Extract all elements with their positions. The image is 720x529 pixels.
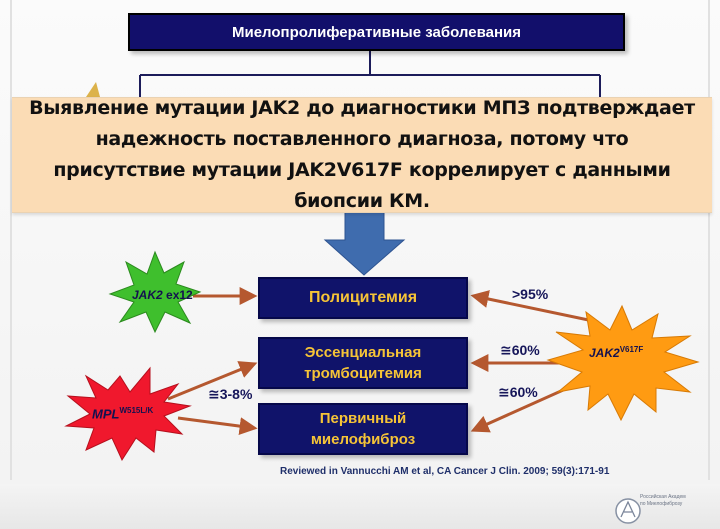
diagram-title: Миелопролиферативные заболевания: [128, 13, 625, 51]
freq-thrombocythemia: ≅60%: [500, 342, 540, 358]
freq-myelofibrosis: ≅60%: [498, 384, 538, 400]
jak2-ex12-suffix: ex12: [162, 288, 193, 302]
reference-text: Reviewed in Vannucchi AM et al, CA Cance…: [280, 466, 610, 477]
jak2-v617f-main: JAK2: [589, 346, 620, 360]
arrow-mpl-et: [167, 361, 258, 401]
slide-frame-right: [708, 0, 710, 480]
note-text: Выявление мутации JAK2 до диагностики МП…: [29, 97, 695, 212]
freq-polycythemia: >95%: [512, 286, 549, 302]
logo-line-2: по Миелофиброзу: [640, 501, 683, 507]
down-arrow: [323, 211, 406, 276]
jak2-v617f-sup: V617F: [619, 345, 644, 354]
tree-connector: [139, 51, 601, 98]
logo-text: Российская Академ по Миелофиброзу: [640, 494, 710, 508]
arrow-jak2v617f-poly: [470, 290, 599, 324]
jak2-ex12-label: JAK2 ex12: [132, 288, 193, 302]
slide-frame-left: [10, 0, 12, 480]
disease-label: Первичный миелофиброз: [310, 410, 416, 448]
disease-label: Полицитемия: [308, 289, 418, 306]
jak2-ex12-main: JAK2: [132, 288, 163, 302]
disease-box-polycythemia: Полицитемия: [258, 277, 468, 319]
mpl-main: MPL: [92, 406, 120, 422]
footer-band: [0, 484, 720, 529]
note-banner: Выявление мутации JAK2 до диагностики МП…: [12, 97, 712, 213]
freq-mpl: ≅3-8%: [208, 386, 253, 402]
mpl-label: MPLW515L/K: [92, 406, 153, 421]
mpl-sup: W515L/K: [119, 406, 154, 415]
logo-line-1: Российская Академ: [640, 494, 686, 500]
disease-label: Эссенциальная тромбоцитемия: [304, 344, 422, 382]
jak2-v617f-star-shape: [546, 304, 700, 422]
left-arrow-tip: [86, 82, 100, 97]
diagram-title-text: Миелопролиферативные заболевания: [232, 23, 521, 41]
disease-box-myelofibrosis: Первичный миелофиброз: [258, 403, 468, 455]
mpl-star-shape: [64, 366, 192, 462]
disease-box-thrombocythemia: Эссенциальная тромбоцитемия: [258, 337, 468, 389]
arrow-mpl-mf: [177, 416, 258, 436]
logo-emblem: [615, 498, 641, 524]
jak2-v617f-label: JAK2V617F: [589, 345, 643, 360]
jak2-ex12-star-shape: [108, 250, 202, 334]
